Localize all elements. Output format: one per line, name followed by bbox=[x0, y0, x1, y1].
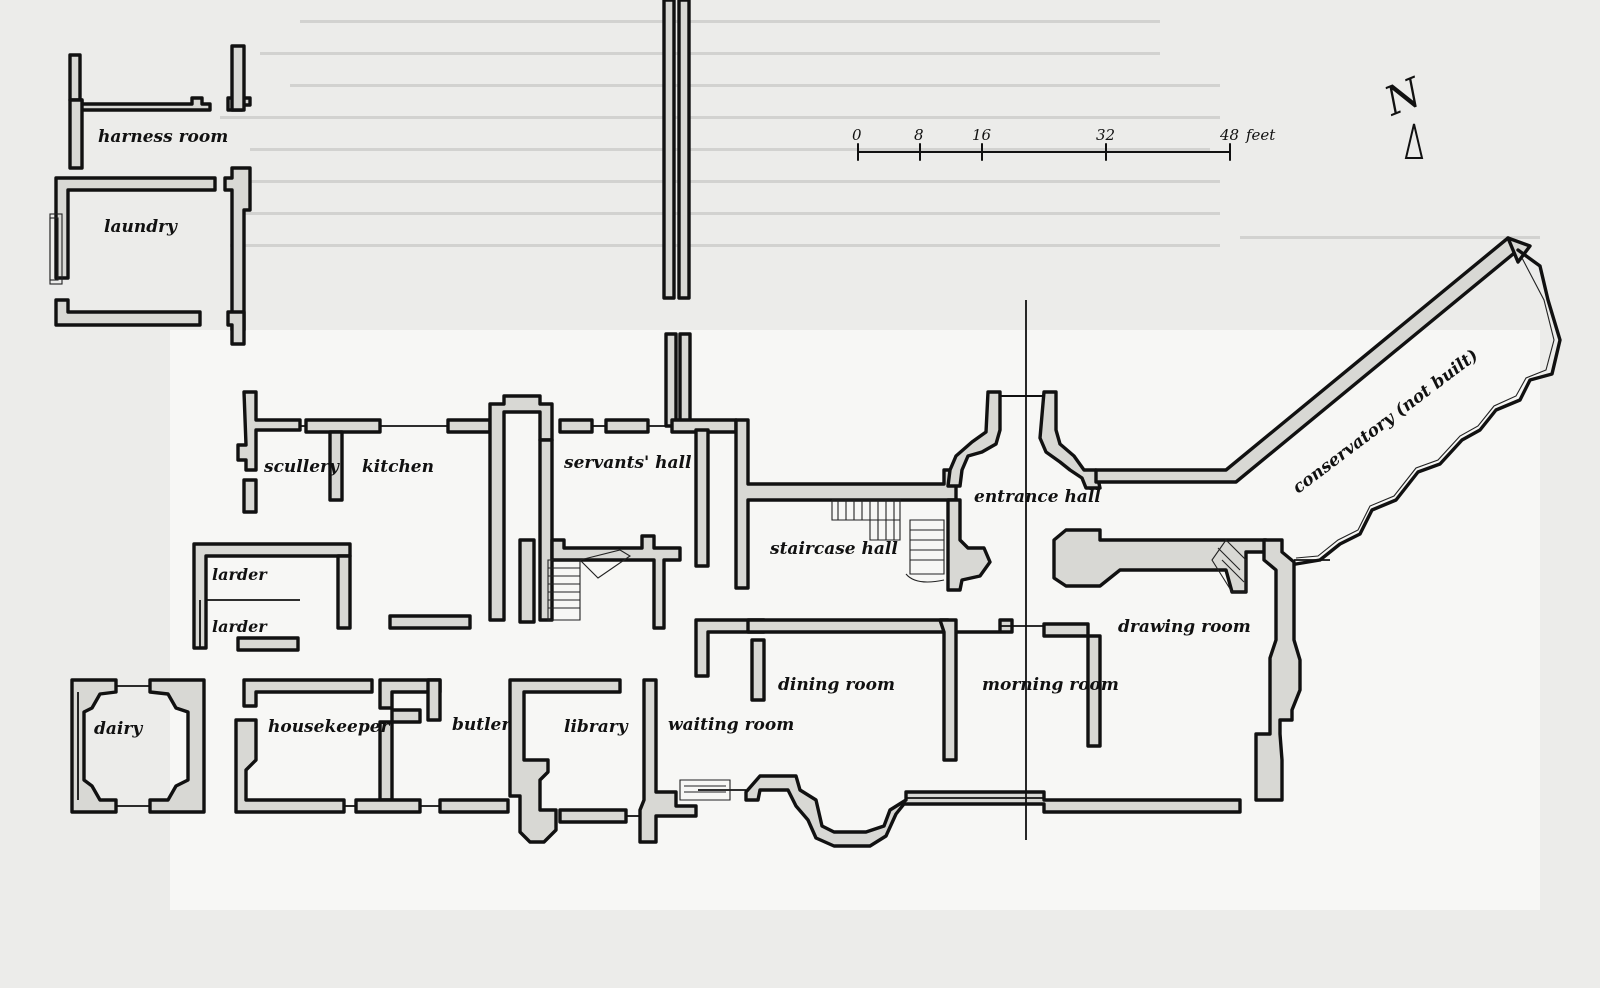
label-drawing-room: drawing room bbox=[1118, 617, 1251, 637]
scale-tick-16: 16 bbox=[972, 126, 992, 144]
label-entrance-hall: entrance hall bbox=[974, 487, 1101, 507]
outbuilding-walls bbox=[49, 44, 252, 346]
label-laundry: laundry bbox=[104, 217, 178, 237]
staircase-service bbox=[547, 549, 632, 621]
label-kitchen: kitchen bbox=[362, 457, 434, 477]
entrance-porch-steps bbox=[679, 539, 1247, 801]
conservatory-outline bbox=[1294, 248, 1562, 566]
label-waiting-room: waiting room bbox=[668, 715, 794, 735]
label-library: library bbox=[564, 717, 629, 737]
scale-tick-8: 8 bbox=[914, 126, 924, 144]
label-dairy: dairy bbox=[94, 719, 143, 739]
label-butler: butler bbox=[452, 715, 511, 735]
label-morning-room: morning room bbox=[982, 675, 1119, 695]
main-house-walls bbox=[70, 236, 1532, 848]
scale-unit: feet bbox=[1245, 126, 1276, 144]
scale-tick-32: 32 bbox=[1096, 126, 1115, 144]
scale-tick-48: 48 bbox=[1219, 126, 1239, 144]
north-triangle-icon bbox=[1404, 123, 1424, 159]
label-housekeeper: housekeeper bbox=[268, 717, 391, 737]
openings bbox=[77, 300, 1330, 840]
label-servants-hall: servants' hall bbox=[563, 453, 692, 473]
scale-bar: 0 8 16 32 48 feet bbox=[852, 126, 1276, 161]
staircase-main bbox=[831, 499, 945, 583]
label-larder-1: larder bbox=[212, 565, 268, 584]
label-harness-room: harness room bbox=[98, 127, 228, 147]
label-scullery: scullery bbox=[263, 457, 340, 477]
bleed-through bbox=[220, 20, 1540, 247]
label-larder-2: larder bbox=[212, 617, 268, 636]
label-dining-room: dining room bbox=[778, 675, 895, 695]
label-staircase-hall: staircase hall bbox=[769, 539, 898, 559]
scale-tick-0: 0 bbox=[852, 126, 862, 144]
